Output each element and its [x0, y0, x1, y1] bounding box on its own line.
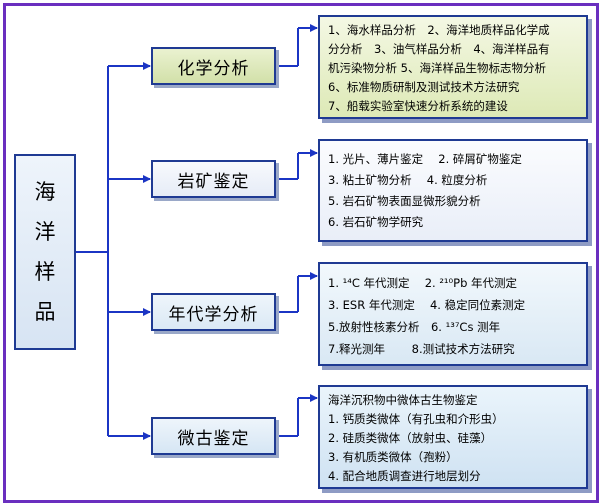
detail-line: 1. 光片、薄片鉴定 2. 碎屑矿物鉴定: [328, 152, 522, 166]
detail-line: 3. ESR 年代测定 4. 稳定同位素测定: [328, 298, 526, 312]
detail-line: 2. 硅质类微体（放射虫、硅藻）: [328, 431, 493, 445]
root-char: 海: [34, 180, 56, 204]
detail-rock-mineral-identification: 1. 光片、薄片鉴定 2. 碎屑矿物鉴定 3. 粘土矿物分析 4. 粒度分析 5…: [318, 139, 588, 242]
detail-line: 分分析 3、油气样品分析 4、海洋样品有: [328, 42, 550, 56]
category-chemical-analysis: 化学分析: [151, 47, 276, 85]
detail-line: 3. 粘土矿物分析 4. 粒度分析: [328, 173, 488, 187]
category-geochronology-analysis: 年代学分析: [151, 293, 276, 331]
category-rock-mineral-identification: 岩矿鉴定: [151, 160, 276, 198]
detail-chemical-analysis: 1、海水样品分析 2、海洋地质样品化学成 分分析 3、油气样品分析 4、海洋样品…: [318, 15, 588, 119]
category-label: 年代学分析: [168, 304, 259, 325]
detail-micropaleontology-identification: 海洋沉积物中微体古生物鉴定 1. 钙质类微体（有孔虫和介形虫） 2. 硅质类微体…: [318, 385, 588, 489]
detail-line: 7、船载实验室快速分析系统的建设: [328, 99, 508, 113]
detail-line: 6、标准物质研制及测试技术方法研究: [328, 80, 520, 94]
root-char: 品: [34, 300, 56, 324]
root-char: 样: [34, 260, 56, 284]
detail-line: 5. 岩石矿物表面显微形貌分析: [328, 194, 481, 208]
root-char: 洋: [34, 220, 56, 244]
category-micropaleontology-identification: 微古鉴定: [151, 417, 276, 455]
category-label: 化学分析: [177, 58, 250, 79]
detail-line: 3. 有机质类微体（孢粉）: [328, 450, 458, 464]
detail-line: 1. 钙质类微体（有孔虫和介形虫）: [328, 412, 504, 426]
detail-line: 5.放射性核素分析 6. ¹³⁷Cs 测年: [328, 320, 501, 334]
category-label: 岩矿鉴定: [177, 171, 250, 192]
detail-line: 7.释光测年 8.测试技术方法研究: [328, 342, 515, 356]
detail-line: 1、海水样品分析 2、海洋地质样品化学成: [328, 23, 550, 37]
detail-line: 6. 岩石矿物学研究: [328, 215, 424, 229]
root-node: 海 洋 样 品: [14, 154, 76, 350]
detail-geochronology-analysis: 1. ¹⁴C 年代测定 2. ²¹⁰Pb 年代测定 3. ESR 年代测定 4.…: [318, 262, 588, 366]
detail-line: 4. 配合地质调查进行地层划分: [328, 469, 481, 483]
detail-line: 机污染物分析 5、海洋样品生物标志物分析: [328, 61, 546, 75]
category-label: 微古鉴定: [177, 428, 250, 449]
detail-line: 海洋沉积物中微体古生物鉴定: [328, 393, 478, 407]
detail-line: 1. ¹⁴C 年代测定 2. ²¹⁰Pb 年代测定: [328, 276, 518, 290]
